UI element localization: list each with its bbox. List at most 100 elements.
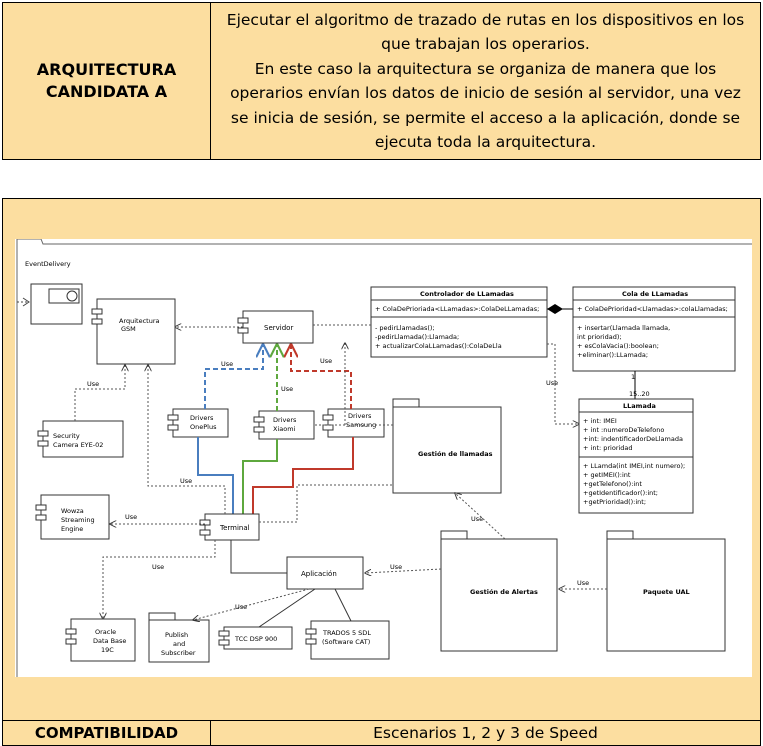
composition-diamond	[547, 304, 563, 314]
compatibility-table: COMPATIBILIDAD Escenarios 1, 2 y 3 de Sp…	[2, 720, 761, 746]
use-label: Use	[125, 513, 137, 521]
component-samsung: Drivers Samsung	[322, 408, 385, 438]
security-label: Security	[53, 432, 80, 440]
class-method: +getIdentificador():int;	[583, 489, 658, 497]
use-label: Use	[577, 579, 589, 587]
use-label: Use	[221, 360, 233, 368]
package-paquete-ual: Paquete UAL	[606, 530, 726, 652]
class-method: + LLamda(int IMEI,int numero);	[583, 462, 685, 470]
component-trados: TRADOS 5 SDL (Software CAT)	[305, 620, 390, 660]
class-method: int prioridad);	[577, 333, 622, 341]
uml-diagram: EventDelivery Arquitectura GSM Servidor	[15, 239, 752, 677]
use-label: Use	[152, 563, 164, 571]
class-attr: + ColaDePrioriada<LLamadas>:ColaDeLLamad…	[375, 305, 539, 313]
trados-label: TRADOS 5 SDL	[322, 629, 371, 637]
class-method: -pedirLlamada():Llamada;	[375, 333, 459, 341]
architecture-label-cell: ARQUITECTURA CANDIDATA A	[3, 3, 211, 159]
class-method: +getTelefono():int	[583, 480, 642, 488]
class-attr: + int :numeroDeTelefono	[583, 426, 664, 434]
class-method: + actualizarColaLLamadas():ColaDeLla	[375, 342, 502, 350]
component-oneplus: Drivers OnePlus	[167, 408, 229, 438]
class-attr: + ColaDePrioridad<Llamadas>:colaLlamadas…	[577, 305, 728, 313]
use-label: Use	[546, 379, 558, 387]
link-green	[242, 439, 278, 514]
component-gsm: Arquitectura GSM	[91, 298, 176, 365]
oneplus-label: OnePlus	[190, 423, 217, 431]
description-line: que trabajan los operarios.	[381, 35, 590, 53]
description-line: En este caso la arquitectura se organiza…	[254, 59, 717, 78]
publish-label: Publish	[165, 631, 188, 639]
wowza-label: Engine	[61, 525, 83, 533]
wowza-label: Wowza	[61, 507, 84, 515]
package-label: Paquete UAL	[643, 588, 690, 596]
trados-label: (Software CAT)	[322, 638, 370, 646]
oracle-label: Oracle	[95, 628, 116, 636]
use-arrow-blue	[204, 345, 263, 409]
component-security: Security Camera EYE-02	[37, 420, 124, 458]
compatibility-value: Escenarios 1, 2 y 3 de Speed	[373, 724, 598, 742]
class-controlador: Controlador de LLamadas + ColaDePrioriad…	[370, 286, 548, 358]
package-label: Gestión de Alertas	[470, 588, 538, 596]
component-xiaomi: Drivers Xiaomi	[253, 410, 315, 440]
class-attr: +int: indentificadorDeLlamada	[583, 435, 683, 443]
class-attr: + int: prioridad	[583, 444, 633, 452]
use-label: Use	[235, 603, 247, 611]
class-name: LLamada	[623, 402, 656, 410]
architecture-label-line1: ARQUITECTURA	[36, 60, 177, 79]
use-label: Use	[320, 357, 332, 365]
terminal-label: Terminal	[219, 524, 250, 532]
multiplicity-range: 15..20	[629, 390, 650, 398]
oracle-label: 19C	[101, 646, 114, 654]
security-label: Camera EYE-02	[53, 441, 103, 449]
tcc-label: TCC DSP 900	[234, 635, 277, 643]
link-blue	[197, 437, 234, 514]
class-name: Controlador de LLamadas	[420, 290, 514, 298]
use-label: Use	[390, 563, 402, 571]
architecture-header-table: ARQUITECTURA CANDIDATA A Ejecutar el alg…	[2, 2, 761, 160]
use-label: Use	[87, 380, 99, 388]
link-red	[252, 437, 354, 514]
use-arrow-red	[291, 345, 352, 409]
description-line: operarios envían los datos de inicio de …	[230, 84, 741, 102]
use-label: Use	[281, 385, 293, 393]
aplicacion-label: Aplicación	[301, 570, 337, 578]
multiplicity-one: 1	[631, 373, 635, 381]
package-gestion-alertas: Gestión de Alertas	[440, 530, 558, 652]
package-gestion-llamadas: Gestión de llamadas	[392, 398, 502, 494]
wowza-label: Streaming	[61, 516, 95, 524]
compatibility-label: COMPATIBILIDAD	[3, 721, 211, 745]
xiaomi-label: Xiaomi	[273, 425, 296, 433]
xiaomi-label: Drivers	[273, 416, 297, 424]
diagram-container: EventDelivery Arquitectura GSM Servidor	[2, 198, 761, 720]
component-wowza: Wowza Streaming Engine	[35, 494, 110, 540]
frame-label: EventDelivery	[25, 260, 71, 268]
use-label: Use	[180, 477, 192, 485]
class-method: + insertar(Llamada llamada,	[577, 324, 670, 332]
class-method: - pedirLlamadas();	[375, 324, 435, 332]
component-tcc: TCC DSP 900	[218, 626, 293, 650]
gsm-label: Arquitectura	[119, 317, 160, 325]
description-line: se inicia de sesión, se permite el acces…	[230, 108, 741, 127]
architecture-description-cell: Ejecutar el algoritmo de trazado de ruta…	[211, 3, 760, 159]
class-method: + getIMEI():int	[583, 471, 631, 479]
class-attr: + int: IMEI	[583, 417, 617, 425]
use-label: Use	[471, 515, 483, 523]
gsm-label: GSM	[121, 325, 136, 333]
class-method: +eliminar():LLamada;	[577, 351, 648, 359]
component-aplicacion: Aplicación	[286, 556, 364, 590]
samsung-label: Samsung	[346, 421, 376, 429]
package-label: Gestión de llamadas	[418, 450, 493, 458]
uml-diagram-svg: EventDelivery Arquitectura GSM Servidor	[16, 239, 752, 677]
samsung-label: Drivers	[348, 412, 372, 420]
camera-icon	[66, 290, 78, 302]
oracle-label: Data Base	[93, 637, 126, 645]
publish-label: and	[173, 640, 185, 648]
class-cola: Cola de LLamadas + ColaDePrioridad<Llama…	[572, 286, 736, 372]
description-line: ejecuta toda la arquitectura.	[374, 133, 597, 151]
architecture-label-line2: CANDIDATA A	[45, 82, 168, 101]
class-method: +getPrioridad():int;	[583, 498, 646, 506]
component-servidor: Servidor	[237, 310, 314, 344]
class-method: + esColaVacia():boolean;	[577, 342, 659, 350]
servidor-label: Servidor	[264, 324, 293, 332]
component-publish: Publish and Subscriber	[148, 612, 210, 663]
